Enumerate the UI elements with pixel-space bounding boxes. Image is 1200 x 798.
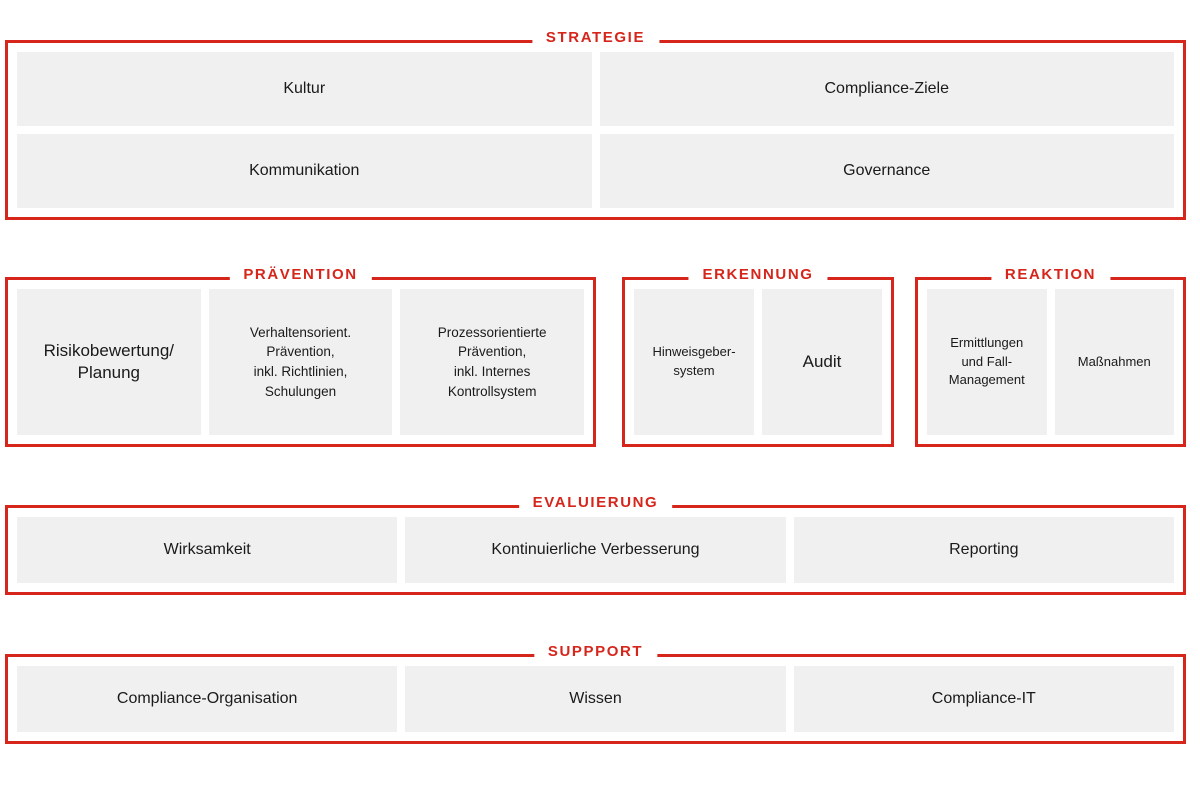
box-reporting[interactable]: Reporting: [793, 517, 1174, 583]
strategie-row-2: Kommunikation Governance: [17, 134, 1174, 208]
box-label: Verhaltensorient.Prävention,inkl. Richtl…: [249, 324, 352, 399]
section-strategie: STRATEGIE Kultur Compliance-Ziele Kommun…: [5, 30, 1186, 220]
box-label: Maßnahmen: [1077, 353, 1151, 369]
section-title-support: SUPPPORT: [533, 644, 658, 659]
box-label: Compliance-IT: [931, 689, 1036, 707]
box-label: Wissen: [569, 689, 622, 707]
box-kommunikation[interactable]: Kommunikation: [17, 134, 592, 208]
box-kultur[interactable]: Kultur: [17, 52, 592, 126]
box-label: Kontinuierliche Verbesserung: [491, 540, 700, 558]
section-praevention: PRÄVENTION Risikobewertung/Planung Verha…: [5, 267, 596, 447]
box-compliance-ziele[interactable]: Compliance-Ziele: [599, 52, 1174, 126]
box-wirksamkeit[interactable]: Wirksamkeit: [17, 517, 398, 583]
box-audit[interactable]: Audit: [762, 289, 882, 435]
box-verhaltensorientierte-praevention[interactable]: Verhaltensorient.Prävention,inkl. Richtl…: [208, 289, 393, 435]
section-evaluierung: EVALUIERUNG Wirksamkeit Kontinuierliche …: [5, 495, 1186, 595]
box-massnahmen[interactable]: Maßnahmen: [1054, 289, 1174, 435]
box-label: Compliance-Ziele: [824, 79, 950, 97]
box-label: Reporting: [949, 540, 1019, 558]
section-title-strategie: STRATEGIE: [531, 30, 660, 45]
box-label: Audit: [802, 351, 842, 371]
box-risikobewertung-planung[interactable]: Risikobewertung/Planung: [17, 289, 201, 435]
box-label: Hinweisgeber-system: [652, 344, 736, 378]
box-label: Wirksamkeit: [163, 540, 251, 558]
box-hinweisgebersystem[interactable]: Hinweisgeber-system: [634, 289, 754, 435]
section-title-evaluierung: EVALUIERUNG: [518, 495, 673, 510]
box-label: Governance: [843, 161, 931, 179]
box-compliance-organisation[interactable]: Compliance-Organisation: [17, 666, 398, 732]
box-kontinuierliche-verbesserung[interactable]: Kontinuierliche Verbesserung: [405, 517, 786, 583]
strategie-row-1: Kultur Compliance-Ziele: [17, 52, 1174, 126]
section-title-erkennung: ERKENNUNG: [688, 267, 828, 282]
box-label: Kommunikation: [249, 161, 360, 179]
section-support: SUPPPORT Compliance-Organisation Wissen …: [5, 644, 1186, 744]
box-label: Kultur: [283, 79, 326, 97]
section-title-reaktion: REAKTION: [990, 267, 1111, 282]
section-title-praevention: PRÄVENTION: [229, 267, 372, 282]
box-label: Risikobewertung/Planung: [43, 340, 175, 382]
box-governance[interactable]: Governance: [599, 134, 1174, 208]
box-compliance-it[interactable]: Compliance-IT: [793, 666, 1174, 732]
box-wissen[interactable]: Wissen: [405, 666, 786, 732]
box-label: Compliance-Organisation: [116, 689, 298, 707]
section-erkennung: ERKENNUNG Hinweisgeber-system Audit: [622, 267, 894, 447]
